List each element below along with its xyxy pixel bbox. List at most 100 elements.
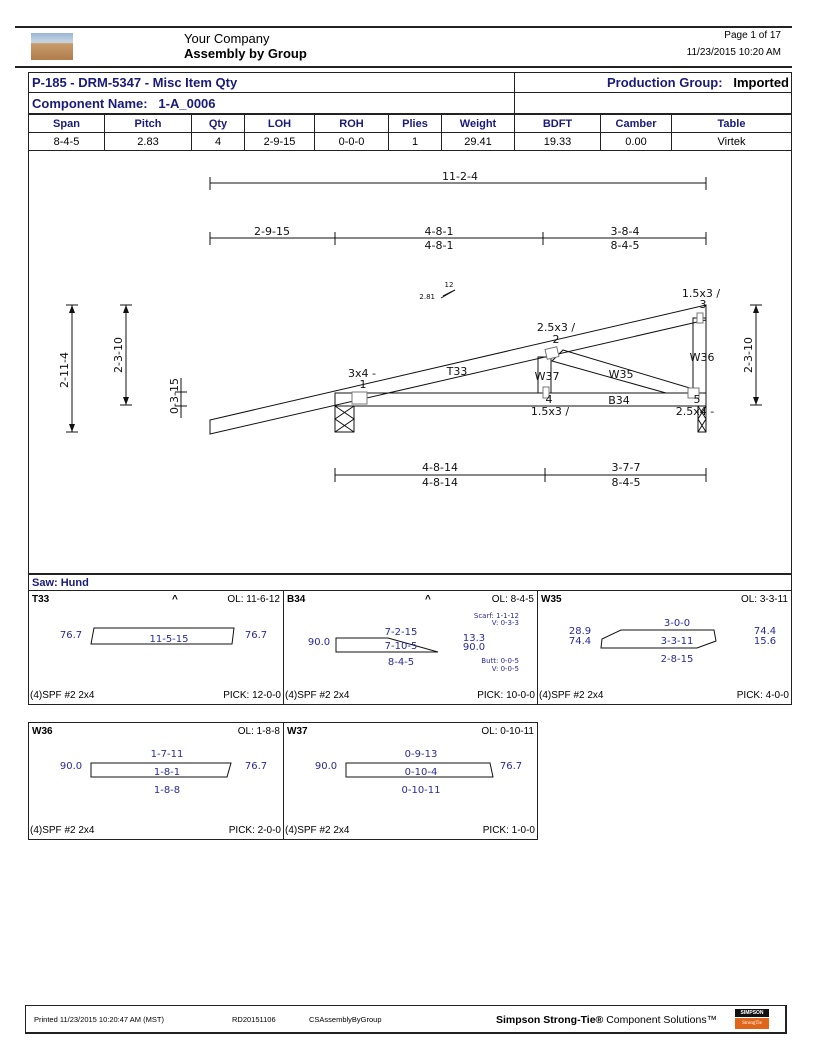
plate-4-id: 4 — [546, 393, 553, 406]
saw-header: Saw: Hund — [28, 574, 792, 591]
scarf-vertical: V: 0-3-3 — [492, 619, 519, 627]
simpson-logo: SIMPSON StrongTie — [735, 1009, 769, 1031]
right-angle-bottom: 90.0 — [463, 642, 485, 653]
member-label-w35: W35 — [609, 368, 634, 381]
member-label-w36: W36 — [690, 351, 715, 364]
top-dim-3-cum: 8-4-5 — [611, 239, 640, 252]
right-angle: 76.7 — [245, 761, 267, 772]
footer: Printed 11/23/2015 10:20:47 AM (MST) RD2… — [25, 1005, 787, 1034]
col-span: Span — [28, 114, 105, 133]
overall-height: 2-11-4 — [58, 352, 71, 388]
piece-card-w35[interactable]: W35 OL: 3-3-11 28.9 74.4 74.4 15.6 3-0-0… — [537, 590, 792, 705]
bottom-length: 0-10-11 — [401, 785, 440, 796]
empty-cell — [514, 92, 792, 114]
plate-4 — [542, 386, 550, 399]
table-value: Virtek — [671, 132, 792, 151]
bottom-dim-2: 3-7-7 — [612, 461, 641, 474]
component-cell: Component Name: 1-A_0006 — [28, 92, 515, 114]
job-title: P-185 - DRM-5347 - Misc Item Qty — [32, 75, 238, 90]
right-angle-top: 13.3 — [463, 633, 485, 644]
top-dim-3: 3-8-4 — [611, 225, 640, 238]
loh-value: 2-9-15 — [244, 132, 315, 151]
span-value: 8-4-5 — [28, 132, 105, 151]
brand-name: Simpson Strong-Tie® — [496, 1014, 604, 1026]
piece-card-w36[interactable]: W36 OL: 1-8-8 90.0 76.7 1-7-11 1-8-1 1-8… — [28, 722, 284, 840]
overall-length: 11-2-4 — [442, 170, 478, 183]
top-dim-2-cum: 4-8-1 — [425, 239, 454, 252]
pick-length: PICK: 4-0-0 — [736, 690, 789, 701]
piece-name: W35 — [541, 594, 562, 605]
piece-length: 11-5-15 — [149, 634, 188, 645]
plate-3-id: 3 — [700, 298, 707, 311]
bottom-dim-1-cum: 4-8-14 — [422, 476, 458, 489]
piece-length: 3-3-11 — [661, 636, 694, 647]
piece-length: 1-8-1 — [154, 767, 180, 778]
bottom-dim-1: 4-8-14 — [422, 461, 458, 474]
report-title: Assembly by Group — [184, 46, 307, 61]
member-label-t33: T33 — [446, 365, 468, 378]
piece-name: B34 — [287, 594, 306, 605]
bottom-length: 8-4-5 — [388, 657, 414, 668]
left-height: 2-3-10 — [112, 337, 125, 373]
bottom-chord-b34 — [334, 392, 707, 407]
brand-suffix: Component Solutions™ — [603, 1014, 718, 1026]
piece-shape — [345, 762, 494, 778]
report-datetime: 11/23/2015 10:20 AM — [686, 47, 781, 58]
overall-length: OL: 0-10-11 — [481, 726, 534, 737]
material: (4)SPF #2 2x4 — [30, 825, 95, 836]
col-weight: Weight — [441, 114, 515, 133]
bdft-value: 19.33 — [514, 132, 601, 151]
weight-value: 29.41 — [441, 132, 515, 151]
report-version: RD20151106 — [232, 1015, 276, 1024]
bottom-length: 2-8-15 — [661, 654, 694, 665]
bottom-dim-2-cum: 8-4-5 — [612, 476, 641, 489]
overall-length: OL: 1-8-8 — [237, 726, 280, 737]
right-angle: 76.7 — [500, 761, 522, 772]
right-angle: 76.7 — [245, 630, 267, 641]
right-angle-top: 74.4 — [754, 626, 776, 637]
col-camber: Camber — [600, 114, 672, 133]
bottom-length: 1-8-8 — [154, 785, 180, 796]
top-length: 1-7-11 — [151, 749, 184, 760]
plate-1 — [351, 391, 368, 405]
left-bearing — [334, 405, 355, 433]
top-dim-1: 2-9-15 — [254, 225, 290, 238]
plate-5-size: 2.5x4 - — [676, 405, 714, 418]
piece-card-w37[interactable]: W37 OL: 0-10-11 90.0 76.7 0-9-13 0-10-4 … — [283, 722, 538, 840]
left-angle: 90.0 — [315, 761, 337, 772]
company-logo-image — [31, 33, 73, 60]
top-dim-2: 4-8-1 — [425, 225, 454, 238]
production-group-value: Imported — [733, 75, 789, 90]
plate-2-size: 2.5x3 / — [537, 321, 575, 334]
pick-length: PICK: 2-0-0 — [228, 825, 281, 836]
logo-top-text: SIMPSON — [735, 1009, 769, 1017]
orientation-caret-icon: ^ — [172, 594, 178, 605]
piece-shape — [600, 629, 717, 649]
piece-name: W37 — [287, 726, 308, 737]
production-group-label: Production Group: — [606, 75, 723, 90]
left-angle: 90.0 — [60, 761, 82, 772]
piece-length: 7-10-5 — [385, 641, 418, 652]
plate-3 — [696, 312, 704, 324]
material: (4)SPF #2 2x4 — [285, 690, 350, 701]
overall-length: OL: 3-3-11 — [740, 594, 788, 605]
component-name: 1-A_0006 — [158, 96, 216, 111]
orientation-caret-icon: ^ — [425, 594, 431, 605]
pitch-triangle-icon — [440, 289, 456, 299]
header-top-rule — [15, 26, 792, 28]
plate-1-id: 1 — [360, 378, 367, 391]
left-angle: 90.0 — [308, 637, 330, 648]
plate-2 — [544, 346, 560, 360]
truss-drawing: 11-2-4 2-9-15 4-8-1 4-8-1 3-8-4 8-4-5 4-… — [58, 170, 762, 489]
member-label-w37: W37 — [535, 370, 560, 383]
left-angle: 76.7 — [60, 630, 82, 641]
pitch-run: 12 — [445, 281, 454, 289]
plate-5-id: 5 — [694, 393, 701, 406]
piece-card-b34[interactable]: B34 ^ OL: 8-4-5 90.0 13.3 90.0 7-2-15 7-… — [283, 590, 538, 705]
plate-4-size: 1.5x3 / — [531, 405, 569, 418]
butt-length: Butt: 0-0-5 — [481, 657, 519, 665]
material: (4)SPF #2 2x4 — [285, 825, 350, 836]
piece-card-t33[interactable]: T33 ^ OL: 11-6-12 76.7 76.7 11-5-15 (4)S… — [28, 590, 284, 705]
